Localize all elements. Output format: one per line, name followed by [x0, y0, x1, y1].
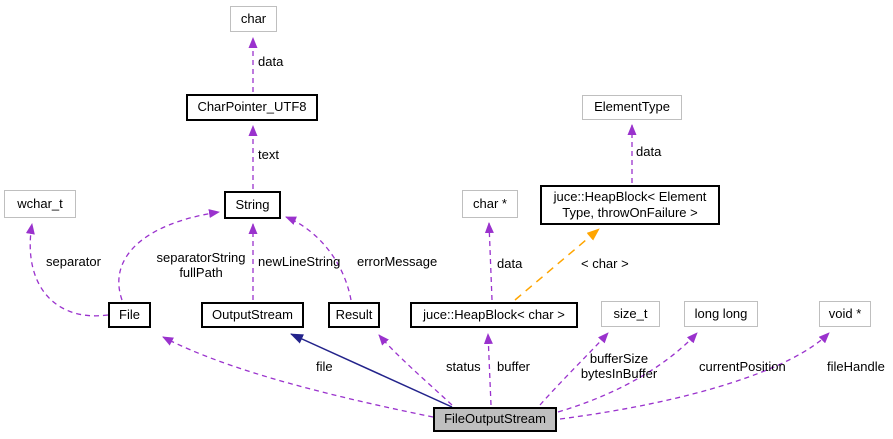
edge-label-separator: separator — [46, 254, 101, 269]
edge-label-text: text — [258, 147, 279, 162]
node-long-long[interactable]: long long — [684, 301, 758, 327]
edge-label-buffer: buffer — [497, 359, 531, 374]
edge-label-status: status — [446, 359, 481, 374]
node-result[interactable]: Result — [328, 302, 380, 328]
edge-fileoutputstream-to-heapblockchar — [483, 333, 493, 406]
node-wchar-t[interactable]: wchar_t — [4, 190, 76, 218]
edge-fileoutputstream-to-sizet — [539, 332, 609, 406]
edge-label-file: file — [316, 359, 333, 374]
node-file[interactable]: File — [108, 302, 151, 328]
edge-result-to-string — [285, 216, 352, 301]
edge-heapblockchar-to-charptr — [484, 222, 494, 301]
node-string[interactable]: String — [224, 191, 281, 219]
node-charpointer-utf8[interactable]: CharPointer_UTF8 — [186, 94, 318, 121]
edge-label-template-char: < char > — [581, 256, 629, 271]
edge-label-currentposition: currentPosition — [699, 359, 786, 374]
edge-label-data-elementtype: data — [636, 144, 662, 159]
edge-label-data-char-ptr: data — [497, 256, 523, 271]
edge-label-newlinestring: newLineString — [258, 254, 341, 269]
edge-heapblockchar-to-heapblockelement — [514, 228, 600, 301]
edge-fileoutputstream-to-voidptr — [559, 332, 830, 420]
node-fileoutputstream: FileOutputStream — [433, 407, 557, 432]
node-void-ptr[interactable]: void * — [819, 301, 871, 327]
node-heapblock-elementtype[interactable]: juce::HeapBlock< Element Type, throwOnFa… — [540, 185, 720, 225]
node-char-ptr[interactable]: char * — [462, 190, 518, 218]
node-outputstream[interactable]: OutputStream — [201, 302, 304, 328]
edge-label-separatorstring-fullpath: separatorString fullPath — [156, 250, 246, 280]
edge-fileoutputstream-to-result — [378, 334, 453, 406]
edge-fileoutputstream-to-outputstream — [290, 333, 453, 408]
edge-fileoutputstream-to-longlong — [557, 332, 698, 413]
node-elementtype[interactable]: ElementType — [582, 95, 682, 120]
node-char[interactable]: char — [230, 6, 277, 32]
edge-fileoutputstream-to-file — [162, 336, 434, 418]
edge-label-filehandle: fileHandle — [827, 359, 885, 374]
edge-label-data-char: data — [258, 54, 284, 69]
node-heapblock-char[interactable]: juce::HeapBlock< char > — [410, 302, 578, 328]
edge-label-errormessage: errorMessage — [357, 254, 438, 269]
edge-label-buffersize-bytesinbuffer: bufferSize bytesInBuffer — [580, 351, 658, 381]
node-size-t[interactable]: size_t — [601, 301, 660, 327]
edge-file-to-wchar — [25, 223, 109, 317]
